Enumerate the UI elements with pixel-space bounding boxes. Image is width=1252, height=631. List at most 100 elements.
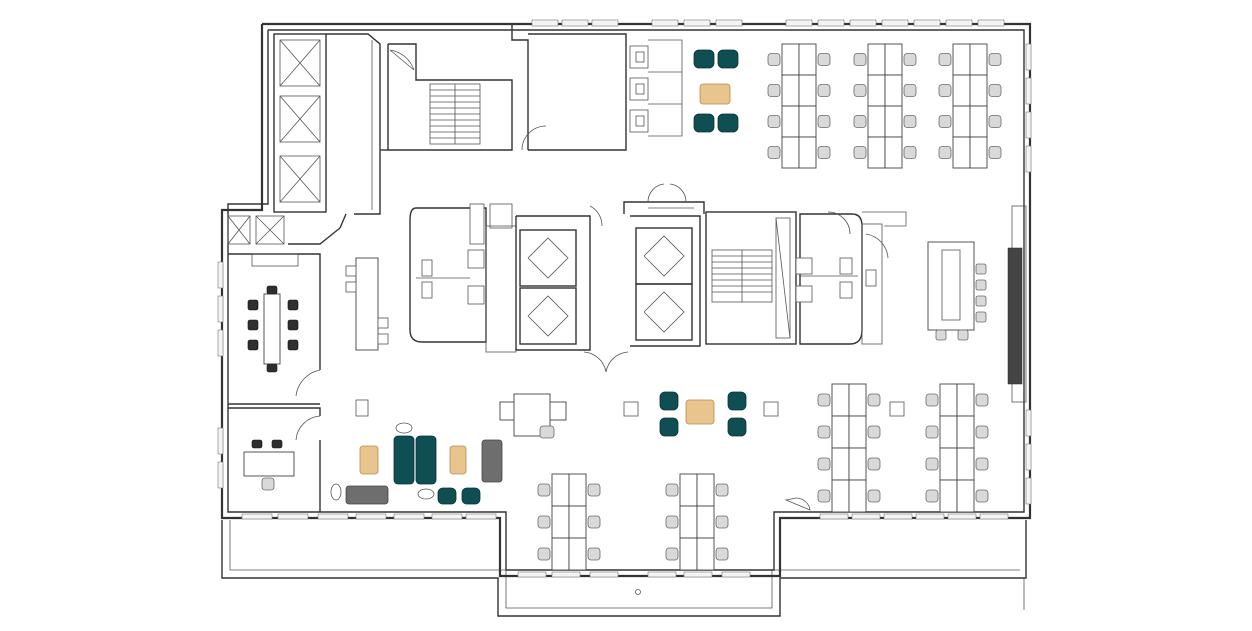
desk: [831, 479, 850, 513]
conference-table: [263, 293, 281, 365]
task-chair: [261, 477, 275, 491]
task-chair: [817, 489, 831, 503]
task-chair: [767, 53, 781, 66]
north-bench-cluster-1: [767, 43, 831, 169]
desk: [956, 383, 975, 417]
desk: [781, 136, 800, 169]
task-chair: [537, 515, 551, 529]
lounge-chair: [717, 49, 739, 69]
desk: [679, 537, 698, 571]
east-wall-storage: [1007, 205, 1027, 403]
misc-fixtures: [330, 211, 905, 511]
task-chair: [988, 53, 1002, 66]
desk: [956, 479, 975, 513]
meeting-chair: [287, 319, 299, 331]
task-chair: [988, 115, 1002, 128]
desk: [867, 74, 886, 107]
lounge-sofa: [415, 435, 437, 485]
task-chair: [817, 146, 831, 159]
exterior-wall: [220, 22, 1032, 578]
desk: [848, 415, 867, 449]
desk: [969, 43, 988, 76]
desk: [884, 136, 903, 169]
task-chair: [817, 457, 831, 471]
task-chair: [938, 115, 952, 128]
task-chair: [925, 425, 939, 439]
task-chair: [853, 53, 867, 66]
desk: [781, 105, 800, 138]
lounge-chair: [659, 417, 679, 437]
side-table: [359, 445, 379, 475]
desk: [867, 105, 886, 138]
task-chair: [903, 84, 917, 97]
task-chair: [767, 84, 781, 97]
task-chair: [925, 489, 939, 503]
task-chair: [925, 457, 939, 471]
desk: [831, 415, 850, 449]
task-chair: [665, 547, 679, 561]
task-chair: [853, 84, 867, 97]
desk: [939, 447, 958, 481]
task-chair: [587, 515, 601, 529]
task-chair: [817, 115, 831, 128]
task-chair: [853, 115, 867, 128]
task-chair: [537, 547, 551, 561]
task-chair: [817, 393, 831, 407]
meeting-chair: [247, 319, 259, 331]
small-office: [228, 407, 321, 512]
east-windows: [1025, 43, 1032, 505]
desk: [568, 505, 587, 539]
meeting-chair: [251, 439, 263, 449]
desk: [696, 505, 715, 539]
desk: [679, 505, 698, 539]
task-chair: [817, 84, 831, 97]
task-chair: [537, 483, 551, 497]
task-chair: [867, 489, 881, 503]
desk: [939, 383, 958, 417]
desk: [568, 537, 587, 571]
task-chair: [867, 393, 881, 407]
east-bench-cluster-2: [925, 383, 989, 513]
desk: [848, 383, 867, 417]
desk: [798, 136, 817, 169]
task-chair: [975, 457, 989, 471]
desk: [679, 473, 698, 507]
desk: [551, 505, 570, 539]
task-chair: [903, 146, 917, 159]
task-chair: [715, 515, 729, 529]
desk: [551, 473, 570, 507]
north-bench-cluster-3: [938, 43, 1002, 169]
lounge-chair: [693, 113, 715, 133]
meeting-chair: [271, 439, 283, 449]
desk: [884, 43, 903, 76]
meeting-chair: [266, 363, 278, 373]
desk: [952, 43, 971, 76]
north-room: [528, 33, 683, 151]
meeting-chair: [247, 299, 259, 311]
north-stair: [387, 24, 547, 151]
task-chair: [975, 425, 989, 439]
desk: [781, 43, 800, 76]
lounge-chair: [461, 487, 481, 505]
side-table: [449, 445, 467, 475]
task-chair: [867, 457, 881, 471]
lounge-chair: [727, 417, 747, 437]
desk: [781, 74, 800, 107]
desk: [969, 105, 988, 138]
desk: [939, 415, 958, 449]
rug: [345, 485, 389, 505]
desk: [884, 74, 903, 107]
east-meeting-table: [927, 241, 987, 341]
task-chair: [903, 115, 917, 128]
task-chair: [767, 115, 781, 128]
desk: [798, 105, 817, 138]
lounge-chair: [693, 49, 715, 69]
desk: [798, 43, 817, 76]
desk: [798, 74, 817, 107]
task-chair: [988, 84, 1002, 97]
task-chair: [817, 53, 831, 66]
task-chair: [938, 53, 952, 66]
desk: [867, 136, 886, 169]
task-chair: [665, 515, 679, 529]
